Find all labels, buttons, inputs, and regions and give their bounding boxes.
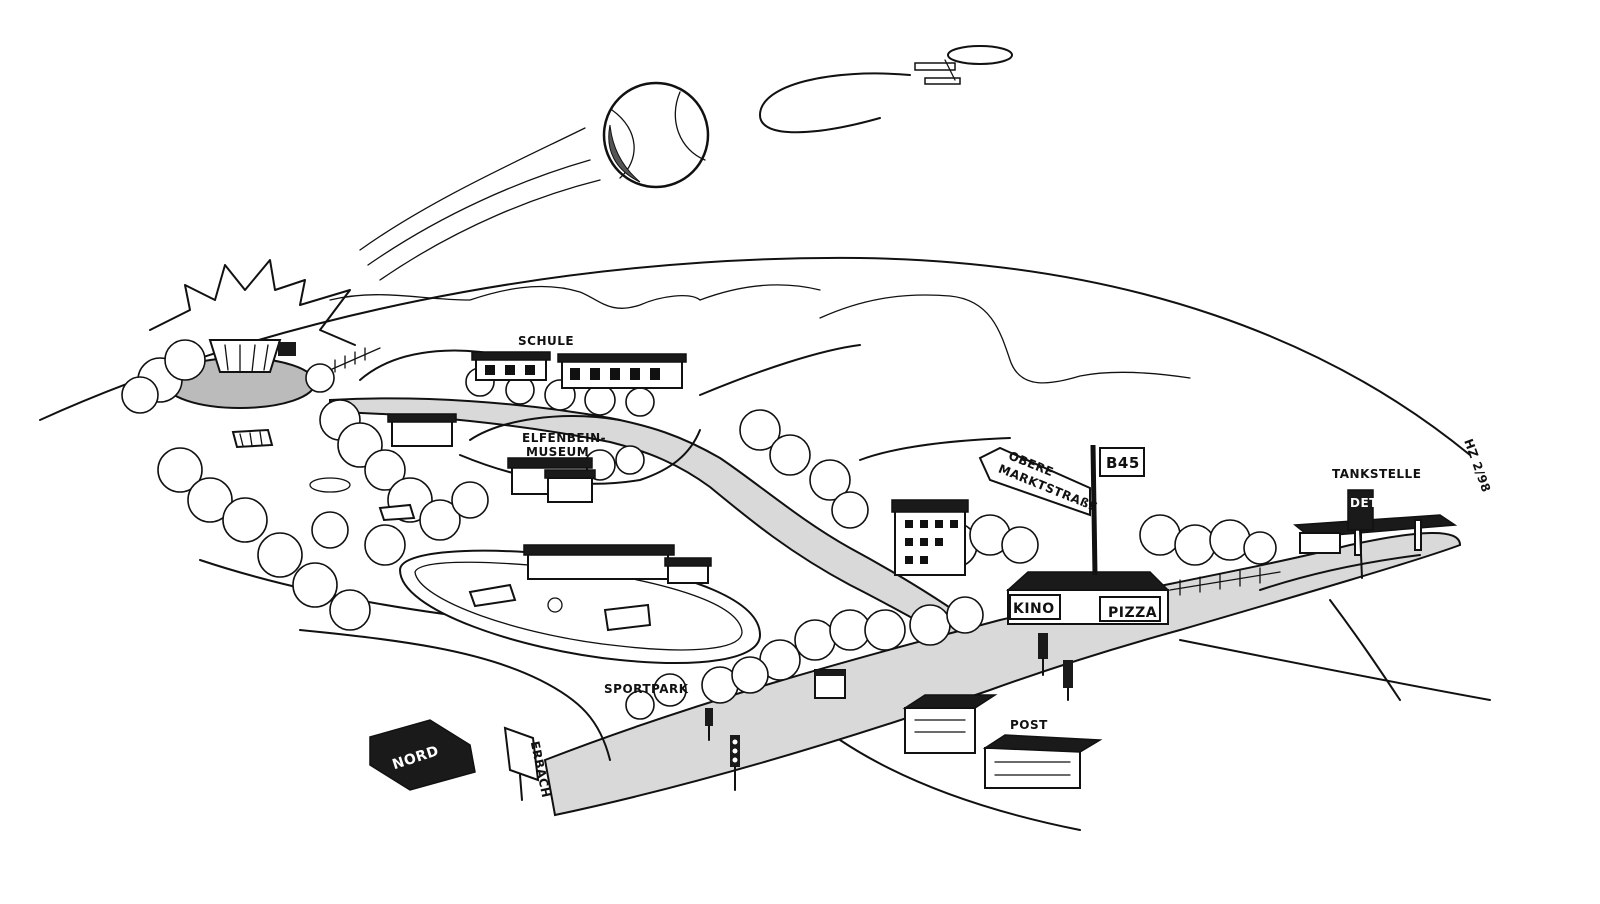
traffic-light-icon [730, 735, 740, 791]
office-building [891, 499, 969, 576]
school-building [471, 351, 551, 381]
gas-station: DET [1293, 489, 1458, 579]
fence [329, 347, 381, 373]
baseball-icon [602, 81, 710, 189]
sign-pole [1090, 444, 1098, 576]
artist-signature: HZ 2/98 [1461, 437, 1493, 494]
side-road [299, 629, 611, 761]
football-goal [231, 428, 274, 449]
tree-cluster [739, 409, 869, 529]
tree-cluster [932, 514, 1277, 568]
post-building [902, 694, 998, 754]
school-building [557, 353, 687, 389]
label-museum-line2: MUSEUM [526, 445, 589, 459]
speed-line [379, 179, 601, 281]
label-b45: B45 [1106, 454, 1140, 472]
label-schule: SCHULE [518, 334, 574, 348]
side-road [699, 344, 861, 396]
label-post: POST [1010, 718, 1048, 732]
building [387, 413, 457, 447]
label-tankstelle-sign: DET [1350, 496, 1378, 510]
tree-cluster [625, 673, 687, 720]
label-museum-line1: ELFENBEIN- [522, 431, 606, 445]
street-sign-obere-marktstrasse: OBERE MARKTSTRAßE [978, 446, 1100, 517]
tree-cluster [701, 596, 984, 704]
b45-sign: B45 [1099, 447, 1145, 477]
spaceship-icon [759, 45, 1013, 134]
traffic-light-icon [705, 708, 713, 741]
gate [814, 669, 846, 699]
grandstand [523, 544, 712, 584]
label-kino: KINO [1013, 601, 1055, 617]
kino-pizza-building [1006, 571, 1170, 625]
football-goal [378, 503, 416, 522]
side-road [839, 739, 1081, 831]
centre-circle [309, 477, 351, 493]
tree-cluster [121, 339, 489, 631]
nord-sign: NORD [369, 719, 476, 791]
post-building [982, 734, 1103, 789]
continent-outline [699, 284, 821, 301]
fence [1169, 567, 1281, 596]
speed-line [359, 127, 586, 251]
label-pizza: PIZZA [1108, 605, 1157, 621]
continent-outline [329, 285, 701, 309]
traffic-light-icon [1038, 633, 1048, 676]
side-road [859, 437, 1011, 461]
side-road [1179, 639, 1491, 701]
label-sportpark: SPORTPARK [604, 682, 689, 696]
museum-building [507, 457, 596, 503]
side-road [1259, 554, 1421, 591]
explosion-burst [149, 259, 356, 346]
label-tankstelle: TANKSTELLE [1332, 467, 1421, 481]
side-road [469, 415, 621, 441]
side-road [459, 429, 701, 485]
side-road [1329, 599, 1401, 701]
speed-line [367, 159, 591, 266]
erbach-sign: ERBACH [503, 726, 553, 801]
traffic-light-icon [1063, 660, 1073, 701]
continent-outline [819, 294, 1191, 384]
